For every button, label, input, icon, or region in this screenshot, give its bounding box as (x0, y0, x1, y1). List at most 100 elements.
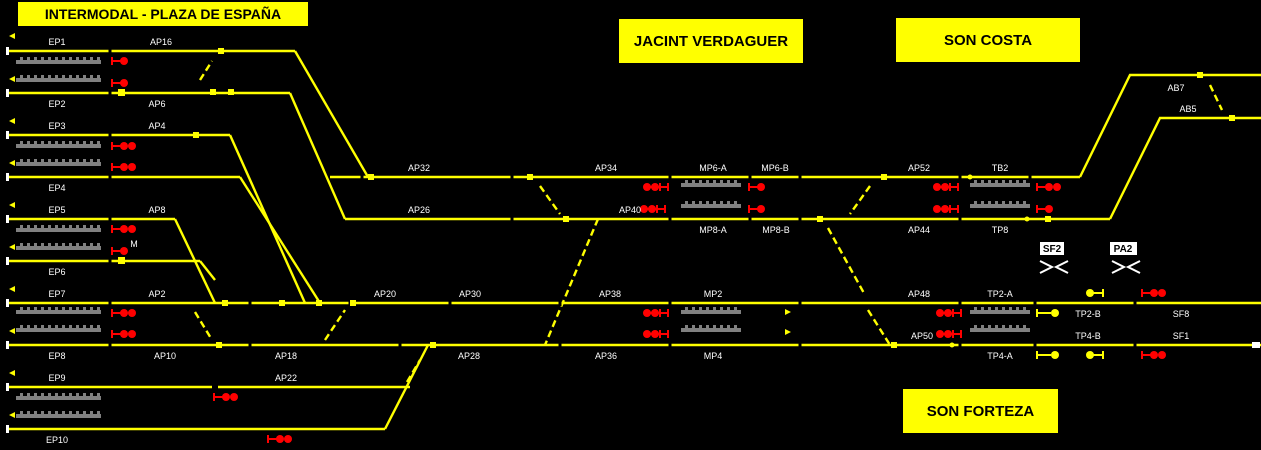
station-name-jacint-verdaguer: JACINT VERDAGUER (619, 19, 803, 63)
label-ep7: EP7 (48, 289, 65, 299)
crossover-icon (1039, 260, 1141, 274)
signal-icon (111, 57, 1166, 443)
signal-icon (111, 309, 136, 317)
label-ap4: AP4 (148, 121, 165, 131)
platform-icon (681, 307, 741, 314)
signal-icon (111, 330, 136, 338)
signal-icon (111, 142, 136, 150)
label-sf1: SF1 (1173, 331, 1190, 341)
signal-icon (111, 247, 128, 255)
label-ap8: AP8 (148, 205, 165, 215)
platform-icon (16, 393, 101, 400)
signal-icon (941, 183, 959, 191)
label-ap32: AP32 (408, 163, 430, 173)
label-ap28: AP28 (458, 351, 480, 361)
platform-icon (16, 243, 101, 250)
label-ep9: EP9 (48, 373, 65, 383)
signal-icon (944, 309, 962, 317)
signal-icon (1141, 351, 1166, 359)
platform-icon (16, 141, 101, 148)
label-ep4: EP4 (48, 183, 65, 193)
station-name-son-costa: SON COSTA (896, 18, 1080, 62)
station-name-plaza: INTERMODAL - PLAZA DE ESPAÑA (18, 2, 308, 26)
platform-icon (16, 57, 1030, 418)
label-ap50: AP50 (911, 331, 933, 341)
label-ap18: AP18 (275, 351, 297, 361)
platform-icon (16, 225, 101, 232)
label-ap2: AP2 (148, 289, 165, 299)
platform-icon (681, 201, 741, 208)
signal-icon (111, 79, 128, 87)
label-ap16: AP16 (150, 37, 172, 47)
signal-icon (944, 330, 962, 338)
track-labels: EP1 EP2 EP3 EP4 EP5 EP6 EP7 EP8 EP9 EP10… (46, 37, 1197, 445)
platform-icon (681, 180, 741, 187)
track-gaps (108, 48, 1137, 348)
label-ap52: AP52 (908, 163, 930, 173)
label-ep6: EP6 (48, 267, 65, 277)
label-ep10: EP10 (46, 435, 68, 445)
buffer-stop (6, 47, 1260, 433)
junction-tag-sf2: SF2 (1043, 244, 1062, 255)
label-mp6-a: MP6-A (699, 163, 727, 173)
label-tp4-b: TP4-B (1075, 331, 1101, 341)
signal-icon (111, 163, 136, 171)
label-tp8: TP8 (992, 225, 1009, 235)
label-mp6-b: MP6-B (761, 163, 789, 173)
label-ep8: EP8 (48, 351, 65, 361)
label-tp4-a: TP4-A (987, 351, 1013, 361)
label-tb2: TB2 (992, 163, 1009, 173)
label-ep3: EP3 (48, 121, 65, 131)
label-ab7: AB7 (1167, 83, 1184, 93)
platform-icon (16, 57, 101, 64)
label-ap30: AP30 (459, 289, 481, 299)
label-ap10: AP10 (154, 351, 176, 361)
direction-arrow-icon (9, 33, 791, 418)
signal-icon (1036, 309, 1059, 317)
platform-icon (970, 325, 1030, 332)
label-ap6: AP6 (148, 99, 165, 109)
signal-icon (1036, 205, 1053, 213)
signal-icon (1086, 351, 1104, 359)
platform-icon (16, 75, 101, 82)
signal-icon (648, 205, 666, 213)
label-mp8-b: MP8-B (762, 225, 790, 235)
track-lines (8, 49, 1261, 431)
platform-icon (16, 159, 101, 166)
label-ap34: AP34 (595, 163, 617, 173)
label-ap38: AP38 (599, 289, 621, 299)
signal-icon (1141, 289, 1166, 297)
junction-tag-pa2: PA2 (1114, 244, 1133, 255)
label-ap22: AP22 (275, 373, 297, 383)
label-ap40: AP40 (619, 205, 641, 215)
signal-icon (1036, 351, 1059, 359)
label-ep1: EP1 (48, 37, 65, 47)
platform-icon (970, 307, 1030, 314)
signal-icon (1086, 289, 1104, 297)
signal-icon (748, 183, 765, 191)
label-ap26: AP26 (408, 205, 430, 215)
label-ap44: AP44 (908, 225, 930, 235)
signal-icon (267, 435, 292, 443)
signal-icon (748, 205, 765, 213)
signal-icon (111, 57, 128, 65)
label-tp2-b: TP2-B (1075, 309, 1101, 319)
signal-icon (111, 225, 136, 233)
signal-icon (651, 330, 669, 338)
label-ap36: AP36 (595, 351, 617, 361)
signal-icon (941, 205, 959, 213)
signal-icon (1036, 183, 1061, 191)
platform-icon (970, 180, 1030, 187)
label-ap20: AP20 (374, 289, 396, 299)
label-sf8: SF8 (1173, 309, 1190, 319)
label-tp2-a: TP2-A (987, 289, 1013, 299)
signal-icon (651, 309, 669, 317)
label-ep5: EP5 (48, 205, 65, 215)
track-joint-icon (118, 48, 1235, 348)
platform-icon (681, 325, 741, 332)
platform-icon (16, 411, 101, 418)
label-mp2: MP2 (704, 289, 723, 299)
label-ap48: AP48 (908, 289, 930, 299)
platform-icon (16, 325, 101, 332)
